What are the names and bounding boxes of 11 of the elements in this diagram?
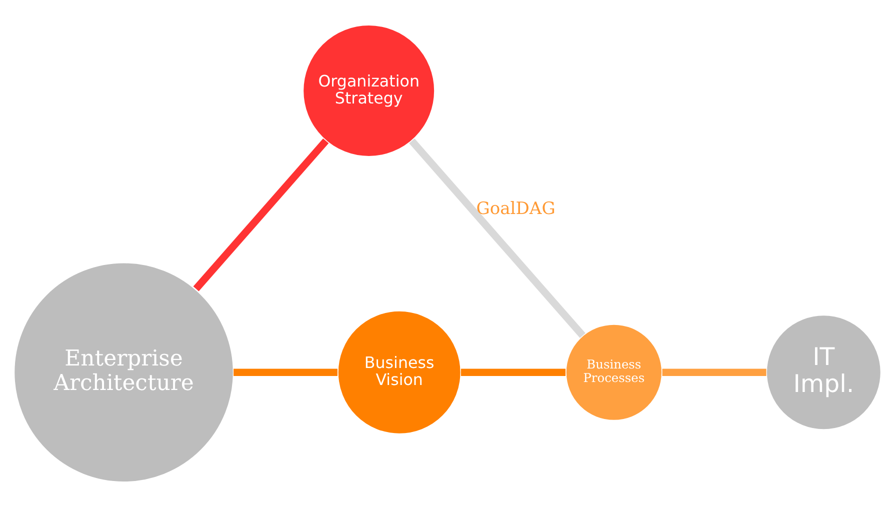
edge-label: GoalDAG bbox=[476, 199, 555, 220]
connector bbox=[192, 138, 328, 292]
node-circle: IT Impl. bbox=[765, 314, 882, 430]
node-circle: Business Processes bbox=[564, 324, 662, 422]
connector bbox=[233, 368, 337, 376]
node-circle: Business Vision bbox=[336, 310, 462, 435]
connector bbox=[408, 138, 585, 338]
connector bbox=[662, 368, 766, 376]
node-circle: Organization Strategy bbox=[302, 24, 435, 158]
connector bbox=[460, 368, 566, 376]
node-circle: Enterprise Architecture bbox=[12, 262, 234, 483]
